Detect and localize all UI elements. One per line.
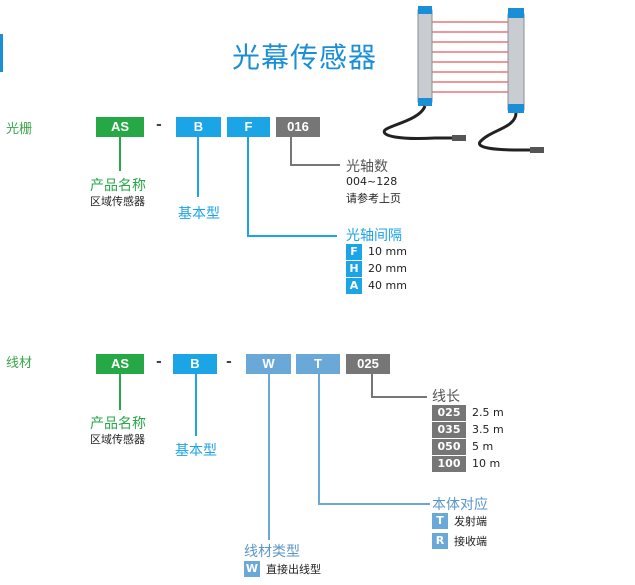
edge-fragment [0, 34, 6, 72]
section-label-cable: 线材 [6, 356, 33, 371]
connector-line-product [119, 374, 121, 410]
connector-line-length-v [371, 374, 373, 397]
code-box-b: B [176, 117, 221, 137]
code-box-axis-count: 016 [276, 117, 320, 137]
code-box-f: F [227, 117, 270, 137]
connector-line-pitch-h [247, 235, 337, 237]
label-basic-type: 基本型 [175, 443, 217, 459]
connector-line-type [268, 374, 270, 540]
length-value: 3.5 m [472, 423, 504, 436]
body-row: T 发射端 [432, 512, 487, 529]
label-axis-pitch: 光轴间隔 [346, 228, 402, 244]
light-beams [430, 21, 510, 93]
cable-box-w: W [246, 354, 291, 374]
body-code: R [432, 532, 448, 549]
type-row: W 直接出线型 [244, 560, 321, 577]
emitter-cable [382, 105, 452, 140]
pitch-value: 10 mm [368, 245, 407, 258]
pitch-row: F 10 mm [346, 243, 407, 260]
label-cable-type: 线材类型 [244, 544, 300, 560]
cable-box-as: AS [96, 354, 144, 374]
code-dash: - [226, 354, 232, 370]
length-row: 100 10 m [432, 455, 500, 472]
emitter-unit [417, 6, 433, 106]
label-product-sub: 区域传感器 [90, 433, 145, 446]
pitch-value: 40 mm [368, 279, 407, 292]
label-axis-count: 光轴数 [346, 159, 388, 175]
receiver-unit [507, 8, 525, 113]
pitch-row: A 40 mm [346, 277, 407, 294]
connector-line-axis-h [290, 164, 340, 166]
emitter-connector [452, 135, 466, 141]
length-code: 035 [432, 421, 466, 438]
length-value: 10 m [472, 457, 501, 470]
label-basic-type: 基本型 [178, 206, 220, 222]
body-row: R 接收端 [432, 532, 487, 549]
label-product-name: 产品名称 [90, 178, 146, 194]
label-cable-length: 线长 [432, 389, 460, 405]
connector-line-body-v [318, 374, 320, 504]
receiver-cable [478, 112, 530, 152]
connector-line-length-h [371, 396, 427, 398]
pitch-code: A [346, 277, 362, 294]
type-code: W [244, 560, 260, 577]
label-product-name: 产品名称 [90, 416, 146, 432]
pitch-code: H [346, 260, 362, 277]
length-value: 2.5 m [472, 406, 504, 419]
connector-line-pitch-v [247, 137, 249, 236]
connector-line-body-h [318, 503, 430, 505]
length-row: 050 5 m [432, 438, 493, 455]
cable-box-length: 025 [346, 354, 390, 374]
section-label-curtain: 光栅 [6, 122, 33, 137]
code-box-as: AS [96, 117, 144, 137]
connector-line-axis-v [290, 137, 292, 165]
connector-line-basic [197, 137, 199, 197]
page-title: 光幕传感器 [232, 41, 378, 74]
body-code: T [432, 512, 448, 529]
pitch-row: H 20 mm [346, 260, 407, 277]
receiver-connector [530, 147, 544, 153]
length-row: 035 3.5 m [432, 421, 504, 438]
body-value: 接收端 [454, 534, 487, 548]
length-code: 025 [432, 404, 466, 421]
connector-line-product [119, 137, 121, 171]
length-code: 100 [432, 455, 466, 472]
axis-count-range: 004~128 [346, 175, 398, 188]
pitch-code: F [346, 243, 362, 260]
light-curtain-illustration [382, 6, 544, 153]
code-dash: - [156, 117, 162, 133]
length-value: 5 m [472, 440, 494, 453]
pitch-value: 20 mm [368, 262, 407, 275]
body-value: 发射端 [454, 514, 487, 528]
cable-box-t: T [296, 354, 340, 374]
axis-count-note: 请参考上页 [346, 192, 401, 205]
length-row: 025 2.5 m [432, 404, 504, 421]
connector-line-basic [195, 374, 197, 436]
cable-box-b: B [173, 354, 217, 374]
code-dash: - [156, 354, 162, 370]
label-product-sub: 区域传感器 [90, 195, 145, 208]
label-body-side: 本体对应 [432, 497, 488, 513]
type-value: 直接出线型 [266, 562, 321, 576]
length-code: 050 [432, 438, 466, 455]
